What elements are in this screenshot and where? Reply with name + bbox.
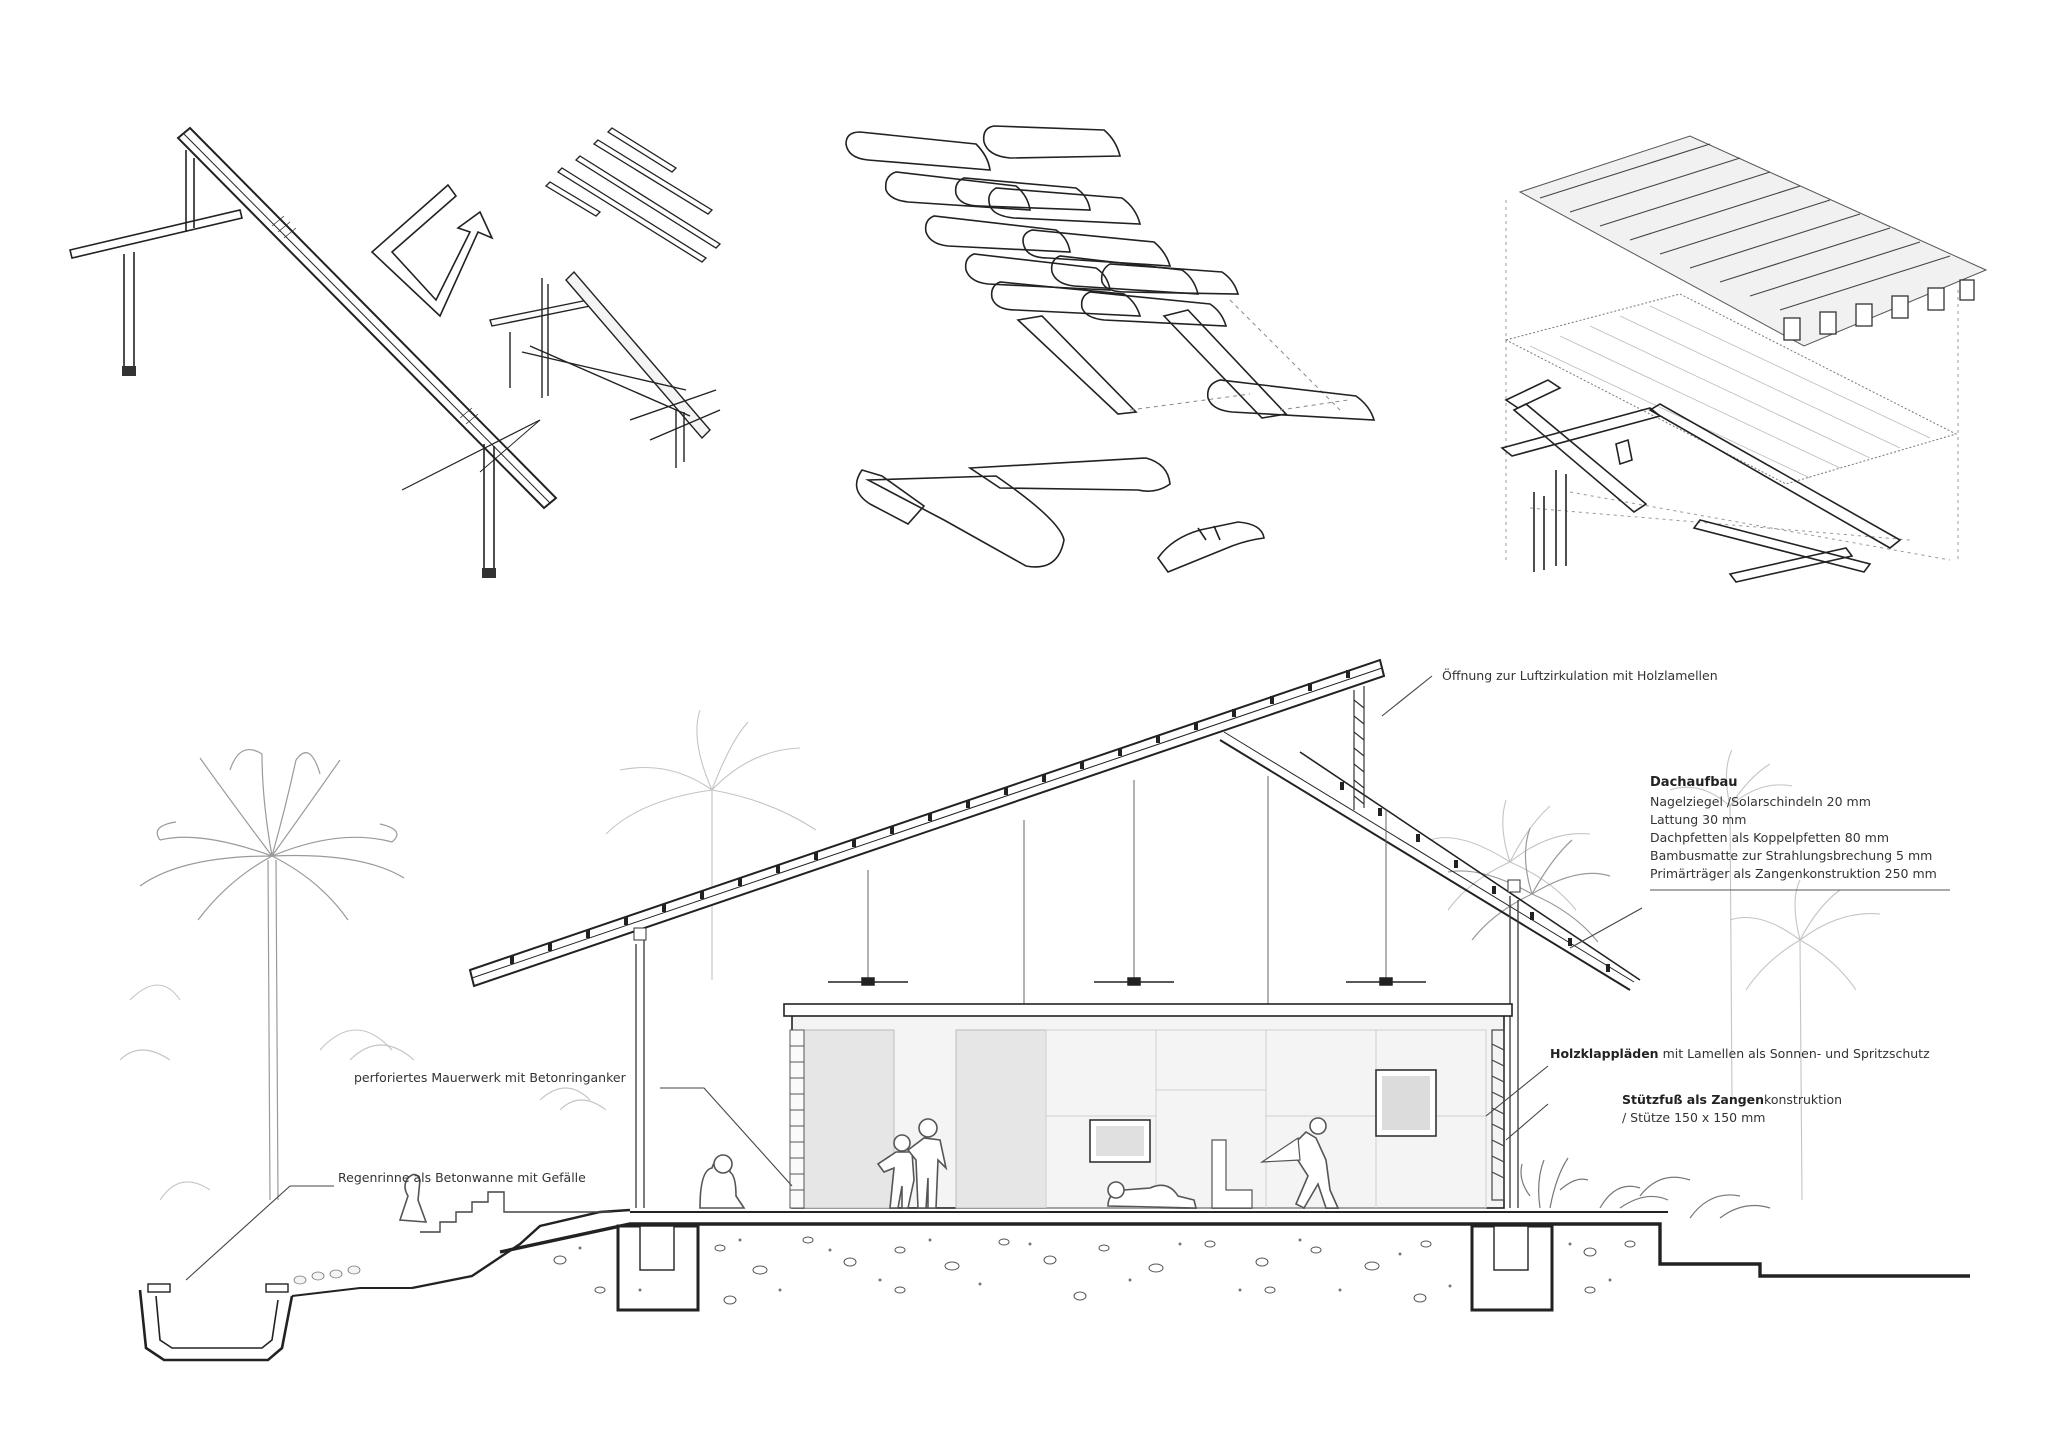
axonometric-roof-tiles [845, 125, 1376, 573]
callout-footing-text: konstruktion [1764, 1092, 1842, 1107]
foreground-plants-right [1520, 1157, 1771, 1219]
roof-buildup-title: Dachaufbau [1650, 775, 1738, 790]
roof-buildup-layer: Lattung 30 mm [1650, 812, 1746, 827]
callout-shutters-bold: Holzklappläden [1550, 1046, 1659, 1061]
callout-footing: Stützfuß als Zangenkonstruktion [1622, 1092, 1842, 1107]
roof-buildup-block: Dachaufbau Nagelziegel /Solarschindeln 2… [1650, 775, 1950, 891]
loose-battens [544, 127, 722, 263]
callout-masonry: perforiertes Mauerwerk mit Betonringanke… [354, 1070, 627, 1085]
callout-shutters: Holzklappläden mit Lamellen als Sonnen- … [1550, 1046, 1930, 1061]
palm-left-tall [139, 749, 405, 1201]
background-palms [119, 709, 1881, 1201]
palm-mid-left [605, 709, 817, 980]
roof-buildup-layer: Primärträger als Zangenkonstruktion 250 … [1650, 866, 1937, 881]
callout-gutter: Regenrinne als Betonwanne mit Gefälle [338, 1170, 586, 1185]
rain-gutter-section [138, 1265, 412, 1362]
human-silhouettes [398, 1117, 1340, 1223]
axonometric-rafter-structure [69, 126, 558, 578]
callout-leader-lines [185, 675, 1643, 1281]
roof-section [468, 658, 1641, 1208]
callout-footing-dimensions: / Stütze 150 x 150 mm [1622, 1110, 1765, 1125]
palm-right-front [1447, 827, 1611, 943]
interior-room [783, 1003, 1513, 1209]
shrubs-left [119, 984, 607, 1201]
callout-footing-bold: Stützfuß als Zangen [1622, 1092, 1764, 1107]
roof-buildup-layer: Nagelziegel /Solarschindeln 20 mm [1650, 794, 1871, 809]
roof-buildup-layer: Dachpfetten als Koppelpfetten 80 mm [1650, 830, 1889, 845]
callout-ventilation: Öffnung zur Luftzirkulation mit Holzlame… [1442, 667, 1718, 683]
annotation-labels: Öffnung zur Luftzirkulation mit Holzlame… [338, 667, 1950, 1185]
ground-section [411, 1191, 1970, 1312]
axonometric-roof-buildup [1500, 135, 1988, 583]
assembly-arrow-icon [370, 183, 494, 318]
palm-far-right [1669, 749, 1881, 1201]
axonometric-frame-small [489, 270, 721, 468]
roof-buildup-layer: Bambusmatte zur Strahlungsbrechung 5 mm [1650, 848, 1932, 863]
callout-shutters-text: mit Lamellen als Sonnen- und Spritzschut… [1659, 1046, 1930, 1061]
